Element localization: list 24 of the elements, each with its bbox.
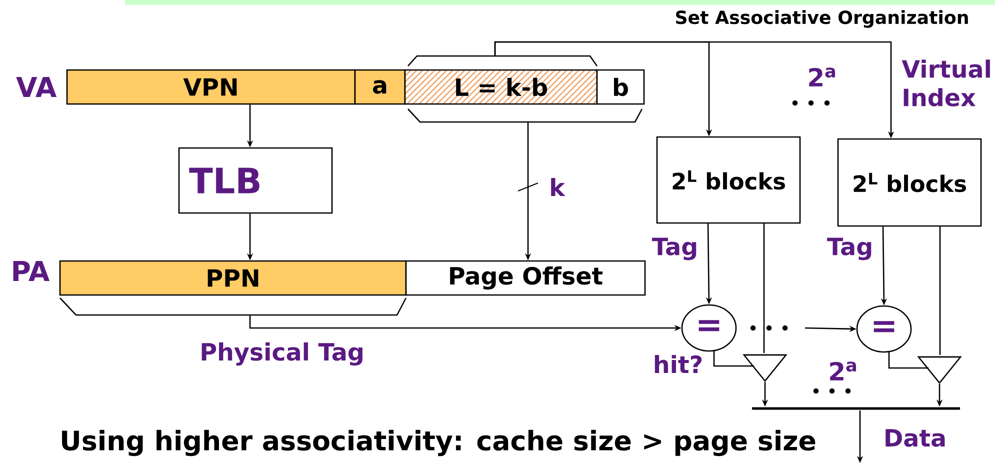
memory-block: 2$^{L}$ blocks	[837, 138, 982, 227]
address-field: PPN	[59, 260, 407, 296]
title: Set Associative Organization	[676, 10, 968, 28]
edge-label: hit?	[654, 354, 702, 374]
connector-line	[713, 350, 754, 367]
connector-line	[939, 226, 941, 355]
edge-label: Virtual Index	[902, 60, 990, 106]
edge-label: Tag	[652, 238, 696, 260]
edge-label: Tag	[827, 238, 872, 260]
count-label: 2$^{a}$	[830, 362, 856, 380]
edge-label: Data	[886, 429, 945, 447]
edge-label: Physical Tag	[202, 342, 362, 366]
edge-label: k	[551, 178, 566, 196]
connector-line	[763, 224, 765, 353]
memory-block: 2$^{L}$ blocks	[656, 136, 801, 224]
connector-line	[888, 352, 929, 369]
offset-field: b	[596, 69, 645, 105]
row-label: VA	[16, 76, 57, 98]
address-field: a	[354, 69, 406, 105]
row-label: PA	[13, 260, 50, 282]
tlb-box: TLB	[178, 147, 333, 214]
count-label: 2$^{a}$	[809, 68, 835, 86]
offset-field: Page Offset	[405, 260, 646, 296]
caption: Using higher associativity: cache size > page size	[62, 430, 816, 456]
